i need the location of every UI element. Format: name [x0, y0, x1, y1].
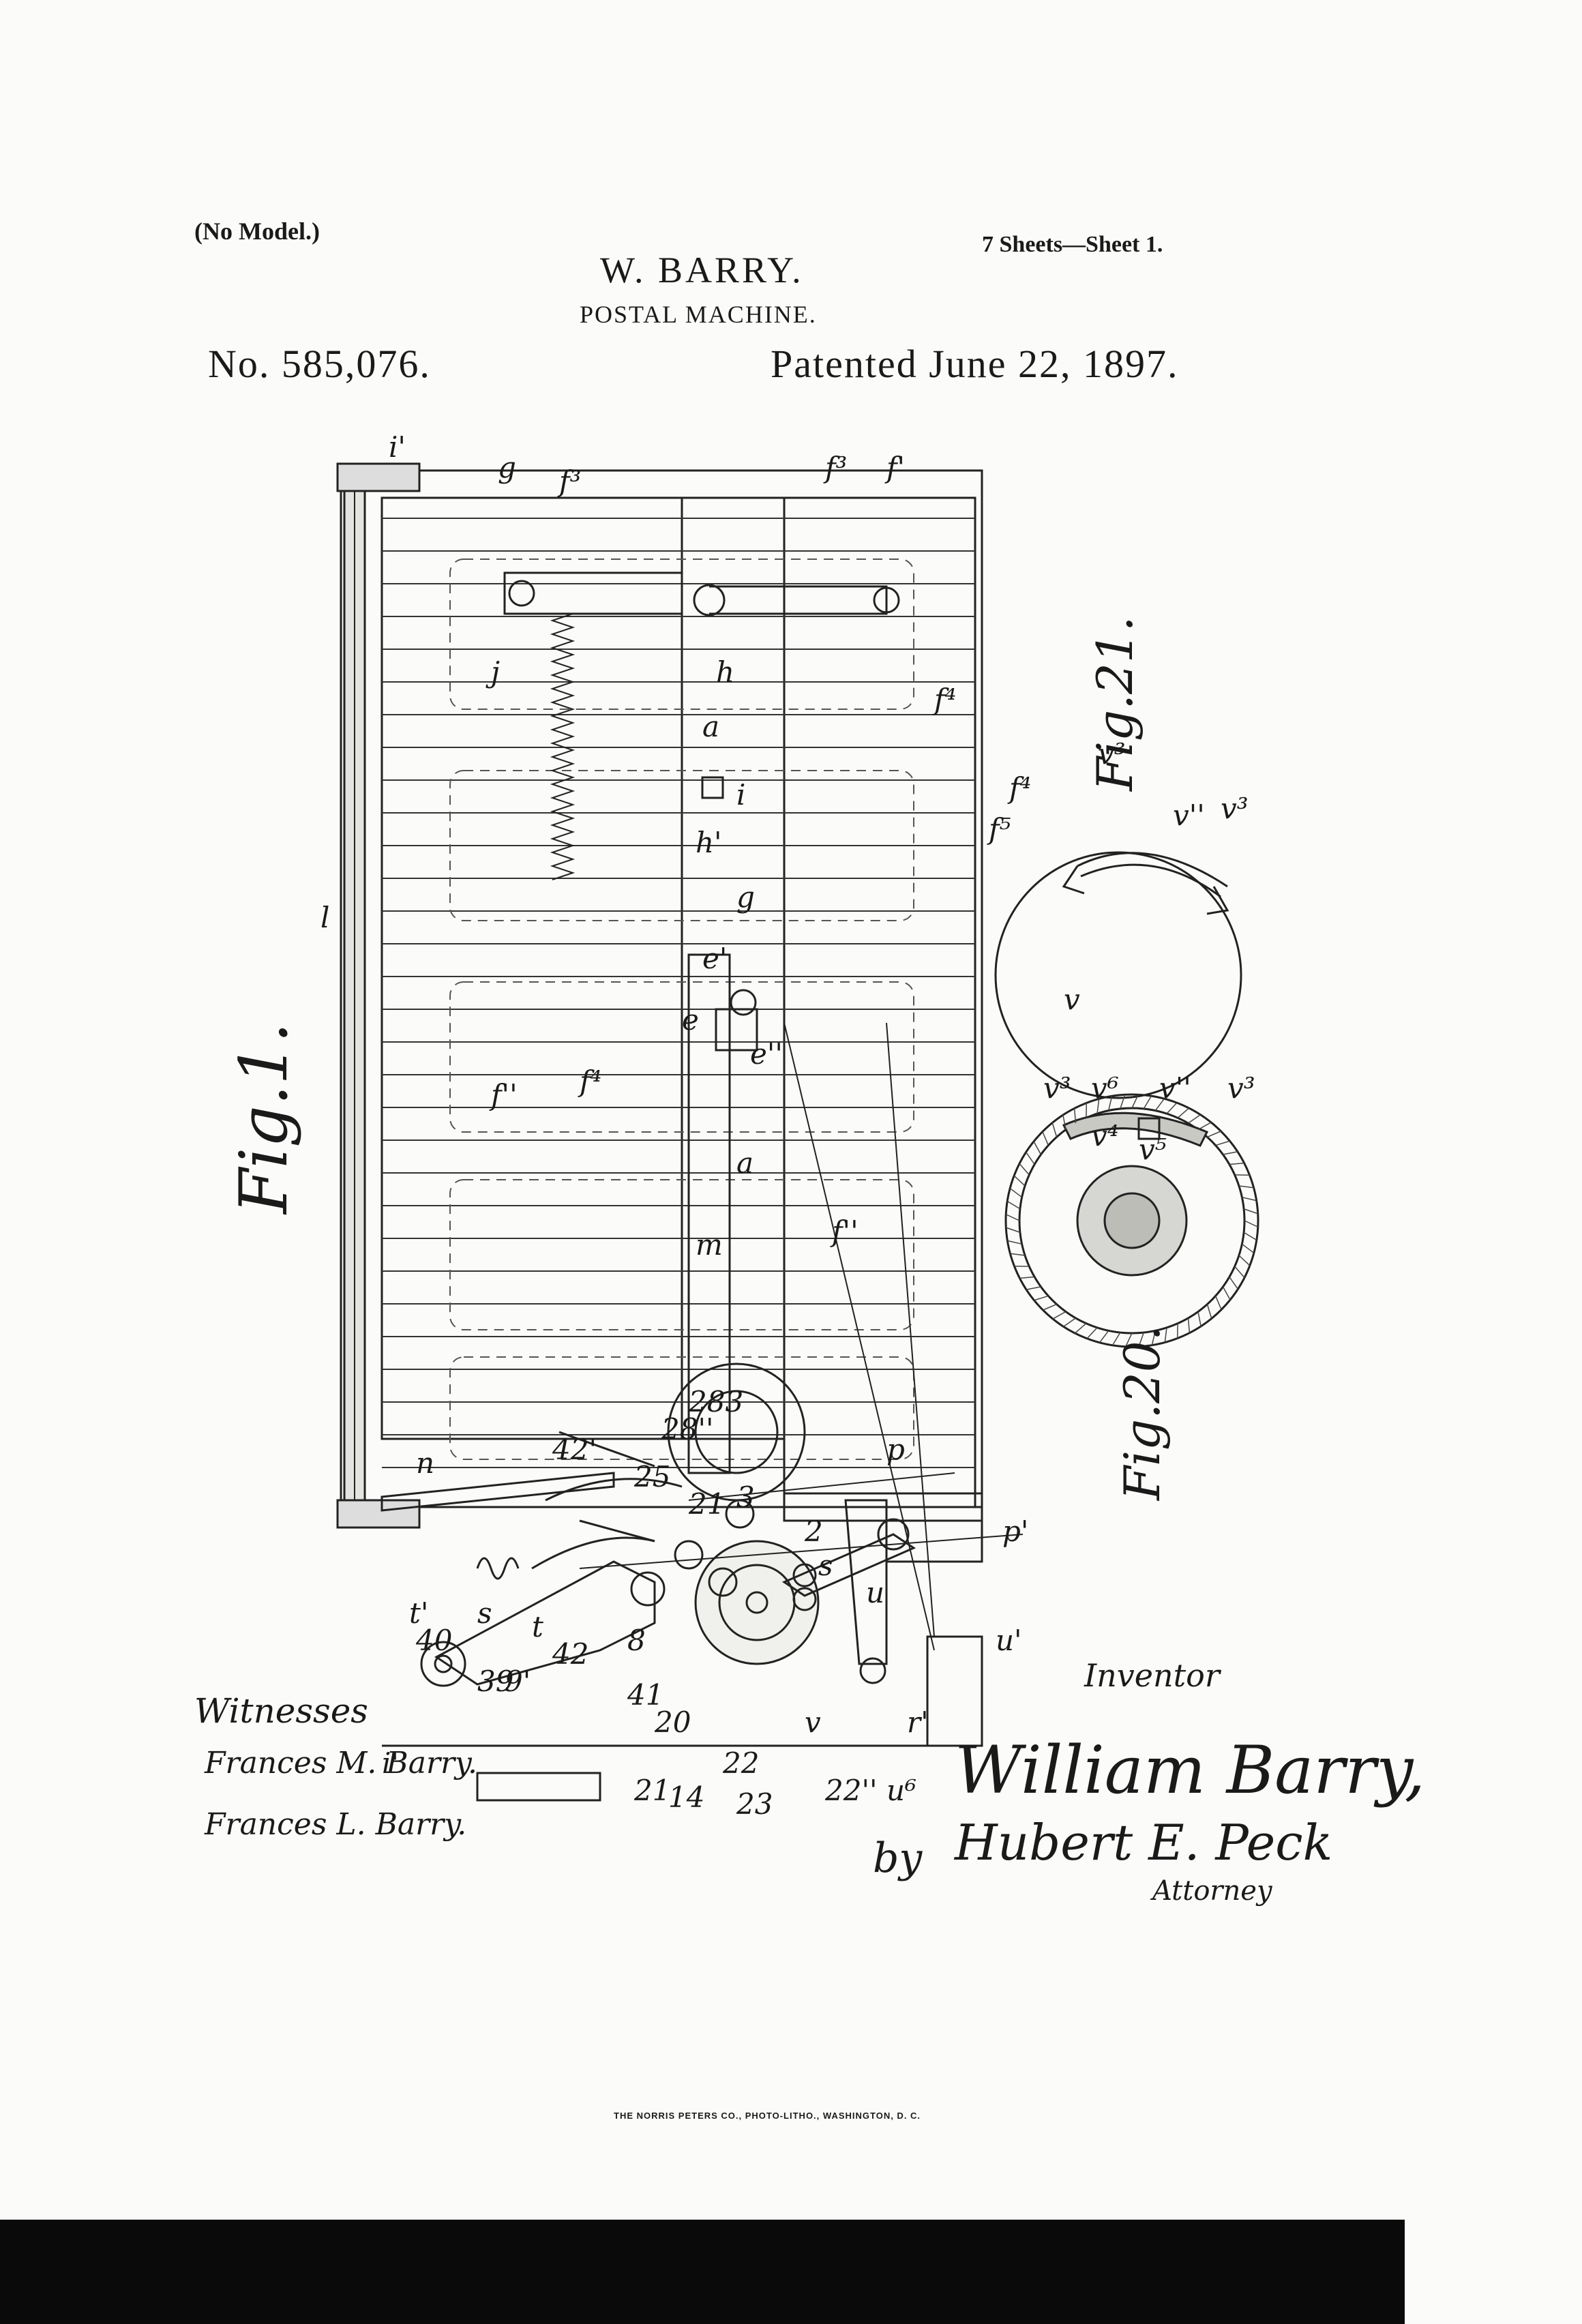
- reference-label: 28'': [661, 1412, 714, 1446]
- footer-credit: THE NORRIS PETERS CO., PHOTO-LITHO., WAS…: [614, 2111, 921, 2121]
- reference-label: j: [486, 655, 500, 689]
- fig21-label: Fig.21.: [1086, 616, 1144, 792]
- reference-label: i: [736, 778, 745, 811]
- patent-title: POSTAL MACHINE.: [580, 301, 817, 328]
- reference-label: p': [1002, 1515, 1028, 1548]
- reference-label: t: [532, 1610, 543, 1643]
- reference-label: s: [477, 1596, 492, 1630]
- reference-label: e: [682, 1003, 699, 1037]
- reference-label: f⁴: [578, 1064, 601, 1098]
- reference-label: 23: [736, 1787, 773, 1821]
- reference-label: i': [389, 430, 406, 464]
- reference-label: 14: [668, 1781, 704, 1814]
- inventor-name: W. BARRY.: [600, 250, 804, 290]
- reference-label: v'': [1173, 799, 1205, 832]
- reference-label: 41: [627, 1678, 663, 1712]
- fig21-disc: [994, 851, 1242, 1099]
- reference-label: u⁶: [886, 1774, 916, 1807]
- attorney-signature: Hubert E. Peck: [955, 1814, 1333, 1871]
- reference-label: f'': [489, 1078, 518, 1112]
- reference-label: f⁵: [987, 812, 1011, 846]
- reference-label: i': [382, 1746, 399, 1780]
- reference-label: u': [996, 1624, 1022, 1657]
- reference-label: g: [498, 451, 516, 484]
- reference-label: v³: [1221, 792, 1249, 825]
- reference-label: 42': [552, 1433, 597, 1466]
- fig20-ring-outer: [1004, 1093, 1259, 1348]
- inventor-label: Inventor: [1084, 1657, 1220, 1694]
- reference-label: 283: [688, 1385, 743, 1418]
- reference-label: v⁵: [1139, 1133, 1167, 1166]
- reference-label: n: [416, 1446, 434, 1480]
- reference-label: 21: [688, 1487, 725, 1521]
- reference-label: 25: [633, 1460, 670, 1493]
- fig1-label: Fig.1.: [226, 1022, 302, 1215]
- reference-label: v: [805, 1705, 821, 1739]
- reference-label: v⁶: [1091, 1071, 1119, 1105]
- reference-label: f'': [830, 1215, 859, 1248]
- reference-label: 42: [552, 1637, 588, 1671]
- reference-label: f⁴: [932, 683, 956, 716]
- patent-date: Patented June 22, 1897.: [771, 342, 1179, 386]
- reference-label: v⁴: [1091, 1119, 1119, 1152]
- reference-label: e'': [750, 1037, 783, 1071]
- scan-edge-bar: [0, 2220, 1405, 2324]
- reference-label: 22'': [824, 1774, 878, 1807]
- reference-label: 22: [722, 1746, 759, 1780]
- reference-label: v: [1064, 983, 1080, 1016]
- bottom-cap: [336, 1499, 421, 1529]
- attorney-label: Attorney: [1152, 1875, 1272, 1907]
- patent-number: No. 585,076.: [208, 342, 431, 386]
- reference-label: f⁴: [1007, 771, 1031, 805]
- by-text: by: [873, 1834, 923, 1882]
- reference-label: l: [320, 901, 329, 934]
- reference-label: f³: [557, 464, 581, 498]
- fig20-label: Fig.20.: [1114, 1326, 1171, 1502]
- reference-label: a: [702, 710, 719, 743]
- reference-label: h': [696, 826, 722, 859]
- witnesses-label: Witnesses: [194, 1691, 368, 1731]
- reference-label: v'': [1159, 1071, 1191, 1105]
- reference-label: m: [696, 1228, 723, 1262]
- top-cap: [336, 462, 421, 492]
- reference-label: f³: [823, 451, 847, 484]
- reference-label: 9': [505, 1665, 531, 1698]
- reference-label: v³: [1098, 737, 1126, 771]
- reference-label: p: [886, 1433, 905, 1466]
- witness-signature-2: Frances L. Barry.: [205, 1807, 467, 1842]
- reference-label: v³: [1043, 1071, 1071, 1105]
- reference-label: e': [702, 942, 727, 975]
- reference-label: f': [884, 451, 905, 484]
- reference-label: t': [409, 1596, 428, 1630]
- reference-label: 21: [633, 1774, 670, 1807]
- reference-label: u: [866, 1576, 884, 1609]
- inventor-signature: William Barry,: [955, 1732, 1426, 1808]
- gear-main: [694, 1540, 820, 1665]
- reference-label: g: [736, 880, 755, 914]
- model-note: (No Model.): [194, 218, 320, 245]
- reference-label: s: [818, 1549, 833, 1582]
- witness-signature-1: Frances M. Barry.: [205, 1746, 478, 1781]
- reference-label: 40: [415, 1624, 452, 1657]
- reference-label: 2: [804, 1515, 823, 1548]
- reference-label: 20: [654, 1705, 691, 1739]
- machine-frame: [340, 469, 983, 1508]
- sheet-count: 7 Sheets—Sheet 1.: [982, 232, 1163, 257]
- reference-label: v³: [1227, 1071, 1255, 1105]
- reference-label: h: [716, 655, 734, 689]
- reference-label: r': [907, 1705, 929, 1739]
- reference-label: a: [736, 1146, 753, 1180]
- reference-label: 3: [736, 1480, 755, 1514]
- reference-label: 39: [477, 1665, 513, 1698]
- reference-label: 8: [627, 1624, 646, 1657]
